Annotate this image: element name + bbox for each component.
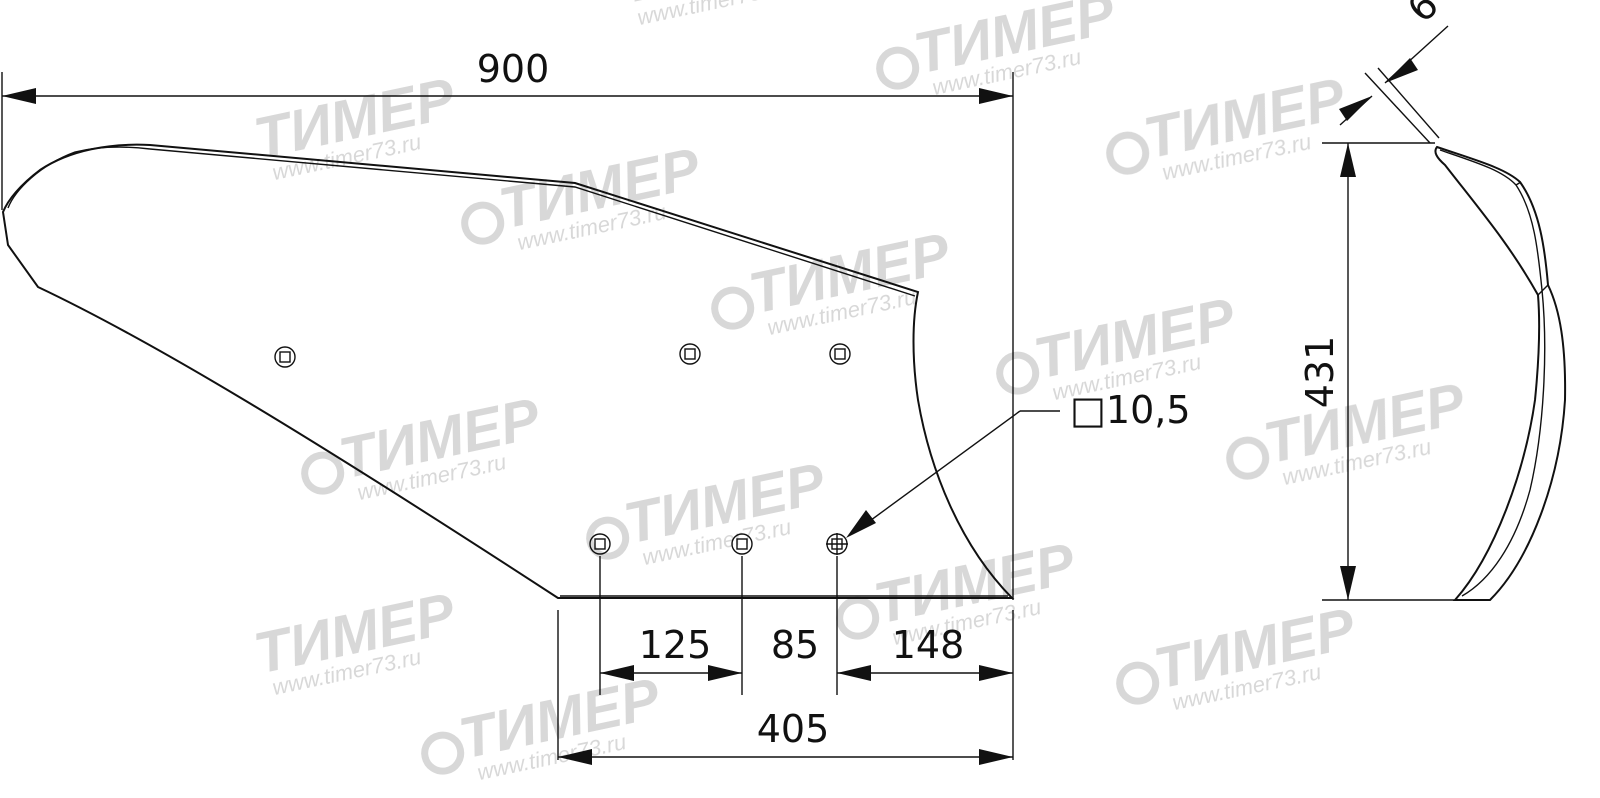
dimension-label: 85 (771, 623, 819, 667)
dimension-thickness: 6 (1339, 0, 1449, 144)
dimension-label: 148 (892, 623, 965, 667)
watermark: ТИМЕР www.timer73.ru (614, 0, 826, 30)
watermark: ТИМЕР www.timer73.ru (421, 666, 666, 785)
bolt-hole (679, 343, 701, 365)
share-outline (1, 143, 1015, 599)
watermark: ТИМЕР www.timer73.ru (461, 136, 706, 255)
bolt-hole (829, 343, 851, 365)
dimension-label: 125 (639, 623, 712, 667)
dimension-hole-spacing: 125 85 148 (557, 556, 1014, 760)
bolt-hole (731, 533, 753, 555)
share-tip-edge (7, 146, 151, 209)
dimension-overall-width: 900 (1, 47, 1014, 600)
svg-text:www.timer73.ru: www.timer73.ru (635, 0, 788, 30)
share-side-view (1434, 145, 1567, 601)
bolt-hole-dimensioned (826, 533, 848, 555)
dimension-label: 405 (757, 707, 830, 751)
dimension-hole-size: □10,5 (846, 388, 1191, 538)
watermark: ТИМЕР www.timer73.ru (711, 221, 956, 340)
watermark: ТИМЕР www.timer73.ru (586, 451, 831, 570)
share-top-edge (149, 148, 916, 297)
dimension-label: 431 (1298, 336, 1342, 409)
dimension-label: 900 (477, 47, 550, 91)
profile-inner-edge (1439, 149, 1546, 597)
watermark: ТИМЕР www.timer73.ru (301, 386, 546, 505)
dimension-height: 431 (1298, 142, 1458, 601)
bolt-hole (589, 533, 611, 555)
watermark: ТИМЕР www.timer73.ru (996, 286, 1241, 405)
dimension-label: 6 (1399, 0, 1447, 31)
watermark: ТИМЕР www.timer73.ru (1106, 66, 1351, 185)
share-front-view (1, 143, 1015, 599)
watermark: ТИМЕР www.timer73.ru (249, 581, 461, 700)
dimension-bottom-width: 405 (558, 707, 1013, 765)
profile-outline (1434, 145, 1567, 601)
watermark: ТИМЕР www.timer73.ru (249, 66, 461, 185)
dimension-label: □10,5 (1070, 388, 1191, 432)
bolt-hole (274, 346, 296, 368)
watermark: ТИМЕР www.timer73.ru (1116, 596, 1361, 715)
